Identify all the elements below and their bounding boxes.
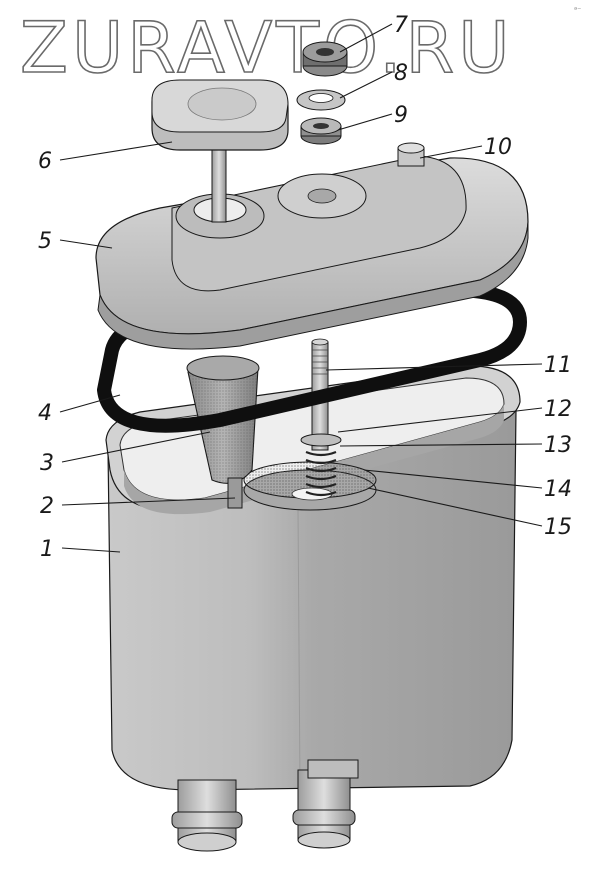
callout-labels: 1 2 3 4 5 6 7 8 9 10 11 12 13 14 15 [38, 13, 572, 562]
callout-1: 1 [40, 537, 54, 562]
callout-13: 13 [544, 433, 572, 458]
callout-14: 14 [544, 477, 572, 502]
callout-15: 15 [544, 515, 572, 540]
leader-lines [59, 23, 543, 553]
filler-cap [151, 79, 289, 223]
callout-7: 7 [394, 13, 408, 38]
callout-10: 10 [484, 135, 512, 160]
reservoir-lid [95, 142, 529, 350]
callout-2: 2 [40, 494, 54, 519]
bottom-nut [300, 117, 342, 145]
outlet-pipes [171, 759, 359, 852]
corner-mark: ᵃ⁻ [574, 5, 581, 14]
callout-4: 4 [38, 401, 52, 426]
watermark-text: ZURAVTO.RU [20, 7, 513, 89]
callout-11: 11 [544, 353, 572, 378]
callout-5: 5 [38, 229, 52, 254]
callout-3: 3 [40, 451, 54, 476]
callout-12: 12 [544, 397, 572, 422]
top-nut [302, 41, 348, 77]
callout-6: 6 [38, 149, 52, 174]
washer [296, 89, 346, 111]
callout-9: 9 [394, 103, 408, 128]
callout-8: 8 [394, 61, 408, 86]
